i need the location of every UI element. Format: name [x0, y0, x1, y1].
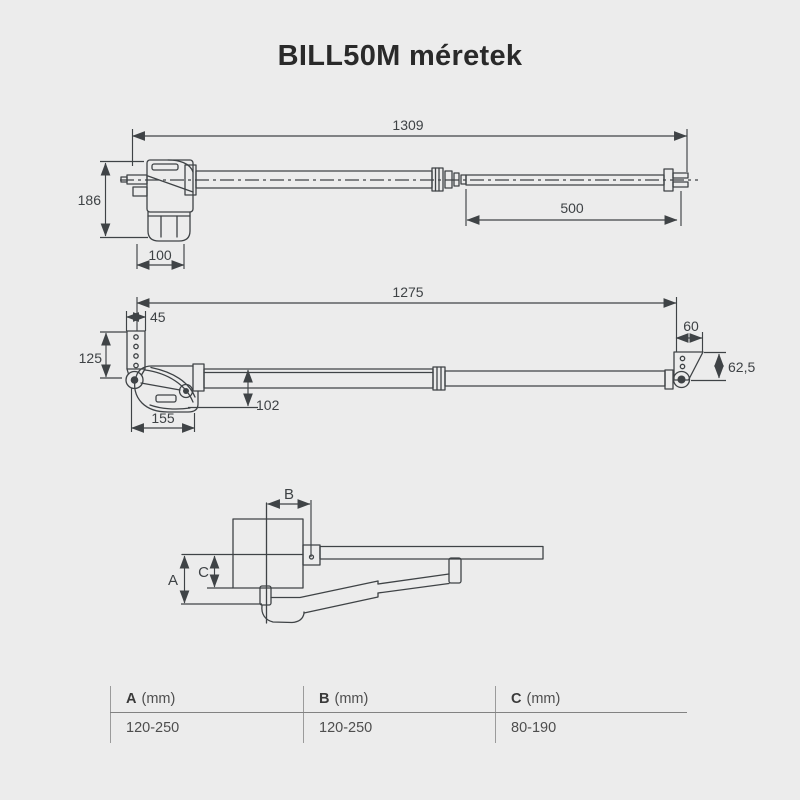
- table-value-a: 120-250: [110, 713, 303, 743]
- dim-front-bracket-width: 45: [150, 309, 166, 325]
- installation-view-dimensions: B A C: [168, 486, 312, 605]
- table-header-c: C (mm): [495, 686, 687, 712]
- table-header-b-unit: (mm): [334, 691, 369, 707]
- table-header-c-unit: (mm): [526, 691, 561, 707]
- table-header-a-label: A: [126, 691, 137, 707]
- dim-body-width: 102: [256, 397, 280, 413]
- table-value-row: 120-250 120-250 80-190: [110, 713, 687, 743]
- top-view-device: [125, 330, 704, 413]
- side-view-device: [120, 159, 698, 242]
- table-header-c-label: C: [511, 691, 522, 707]
- table-header-a-unit: (mm): [141, 691, 176, 707]
- dim-front-bracket-length: 125: [79, 350, 103, 366]
- dimension-table: A (mm) B (mm) C (mm) 120-250 120-250 80-…: [110, 686, 687, 743]
- side-view-dimensions: 1309 186 500 100: [78, 117, 688, 270]
- dim-install-c: C: [198, 564, 209, 581]
- page-title: BILL50M méretek: [277, 40, 523, 72]
- table-value-b: 120-250: [303, 713, 495, 743]
- table-header-a: A (mm): [110, 686, 303, 712]
- dim-side-rod-extension: 500: [560, 200, 584, 216]
- dim-rear-bracket-width: 60: [683, 318, 699, 334]
- dim-body-length: 155: [151, 410, 175, 426]
- dim-install-a: A: [168, 572, 178, 589]
- table-header-b: B (mm): [303, 686, 495, 712]
- dim-top-total-length: 1275: [392, 284, 423, 300]
- dim-side-base-width: 100: [148, 247, 172, 263]
- dim-install-b: B: [284, 486, 294, 503]
- top-view-dimensions: 1275 45 125 102 155 60 62,5: [79, 284, 755, 433]
- dim-side-height: 186: [78, 192, 102, 208]
- table-value-c: 80-190: [495, 713, 687, 743]
- installation-view-device: [181, 502, 544, 624]
- dim-rear-bracket-height: 62,5: [728, 359, 755, 375]
- table-header-row: A (mm) B (mm) C (mm): [110, 686, 687, 713]
- dim-side-total-length: 1309: [392, 117, 423, 133]
- table-header-b-label: B: [319, 691, 330, 707]
